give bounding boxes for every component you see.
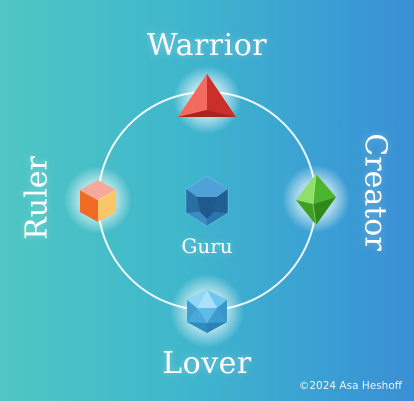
icosahedron-icon	[170, 274, 244, 348]
cube-icon	[64, 166, 132, 234]
label-guru: Guru	[181, 234, 233, 258]
tetrahedron-icon	[173, 66, 241, 134]
copyright-text: ©2024 Asa Heshoff	[298, 380, 402, 392]
label-lover: Lover	[162, 346, 252, 381]
label-warrior: Warrior	[146, 28, 268, 63]
octahedron-icon	[282, 165, 350, 233]
dodecahedron-icon	[185, 175, 229, 227]
label-ruler: Ruler	[19, 156, 55, 240]
